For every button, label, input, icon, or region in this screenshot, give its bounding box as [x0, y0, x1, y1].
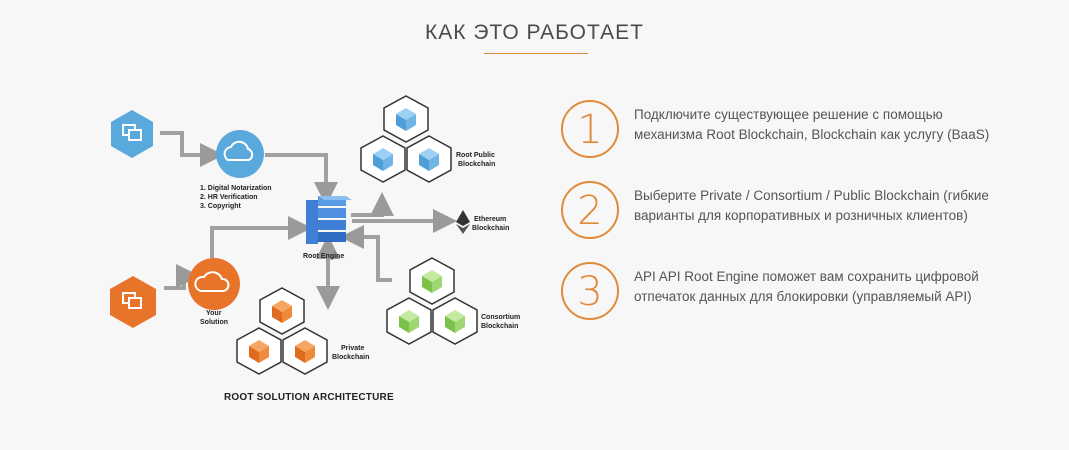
- step-1-number: 1: [561, 100, 619, 158]
- use-case-3: 3. Copyright: [200, 203, 242, 210]
- public-blockchain-icon: [360, 95, 452, 183]
- section-title: КАК ЭТО РАБОТАЕТ: [425, 21, 644, 44]
- title-underline: [484, 53, 588, 54]
- private-blockchain-icon: [236, 287, 328, 375]
- consortium-blockchain-icon: [386, 257, 478, 345]
- root-engine-label: Root Engine: [303, 253, 344, 260]
- public-label-1: Root Public: [456, 152, 495, 159]
- connector-lines: [160, 131, 457, 310]
- ethereum-label-1: Ethereum: [474, 216, 506, 223]
- consortium-label-1: Consortium: [481, 314, 520, 321]
- public-label-2: Blockchain: [458, 161, 495, 168]
- client-device-icon: [111, 110, 153, 158]
- step-3-text: API API Root Engine поможет вам сохранит…: [634, 269, 979, 304]
- ethereum-label-2: Blockchain: [472, 225, 509, 232]
- step-1-text: Подключите существующее решение с помощь…: [634, 107, 990, 142]
- your-solution-icon: [188, 258, 240, 310]
- step-2-text: Выберите Private / Consortium / Public B…: [634, 188, 989, 223]
- private-label-2: Blockchain: [332, 354, 369, 361]
- your-solution-label-2: Solution: [200, 319, 228, 326]
- root-engine-icon: [306, 196, 352, 244]
- ethereum-icon: [456, 210, 470, 234]
- solution-device-icon: [110, 276, 156, 328]
- use-case-1: 1. Digital Notarization: [200, 185, 272, 192]
- step-3-number: 3: [561, 262, 619, 320]
- private-label-1: Private: [341, 345, 364, 352]
- consortium-label-2: Blockchain: [481, 323, 518, 330]
- use-case-2: 2. HR Verification: [200, 194, 258, 201]
- step-2-number: 2: [561, 181, 619, 239]
- cloud-service-icon: [216, 130, 264, 178]
- architecture-title: ROOT SOLUTION ARCHITECTURE: [224, 392, 394, 403]
- your-solution-label-1: Your: [206, 310, 222, 317]
- architecture-diagram: 1. Digital Notarization 2. HR Verificati…: [100, 88, 550, 418]
